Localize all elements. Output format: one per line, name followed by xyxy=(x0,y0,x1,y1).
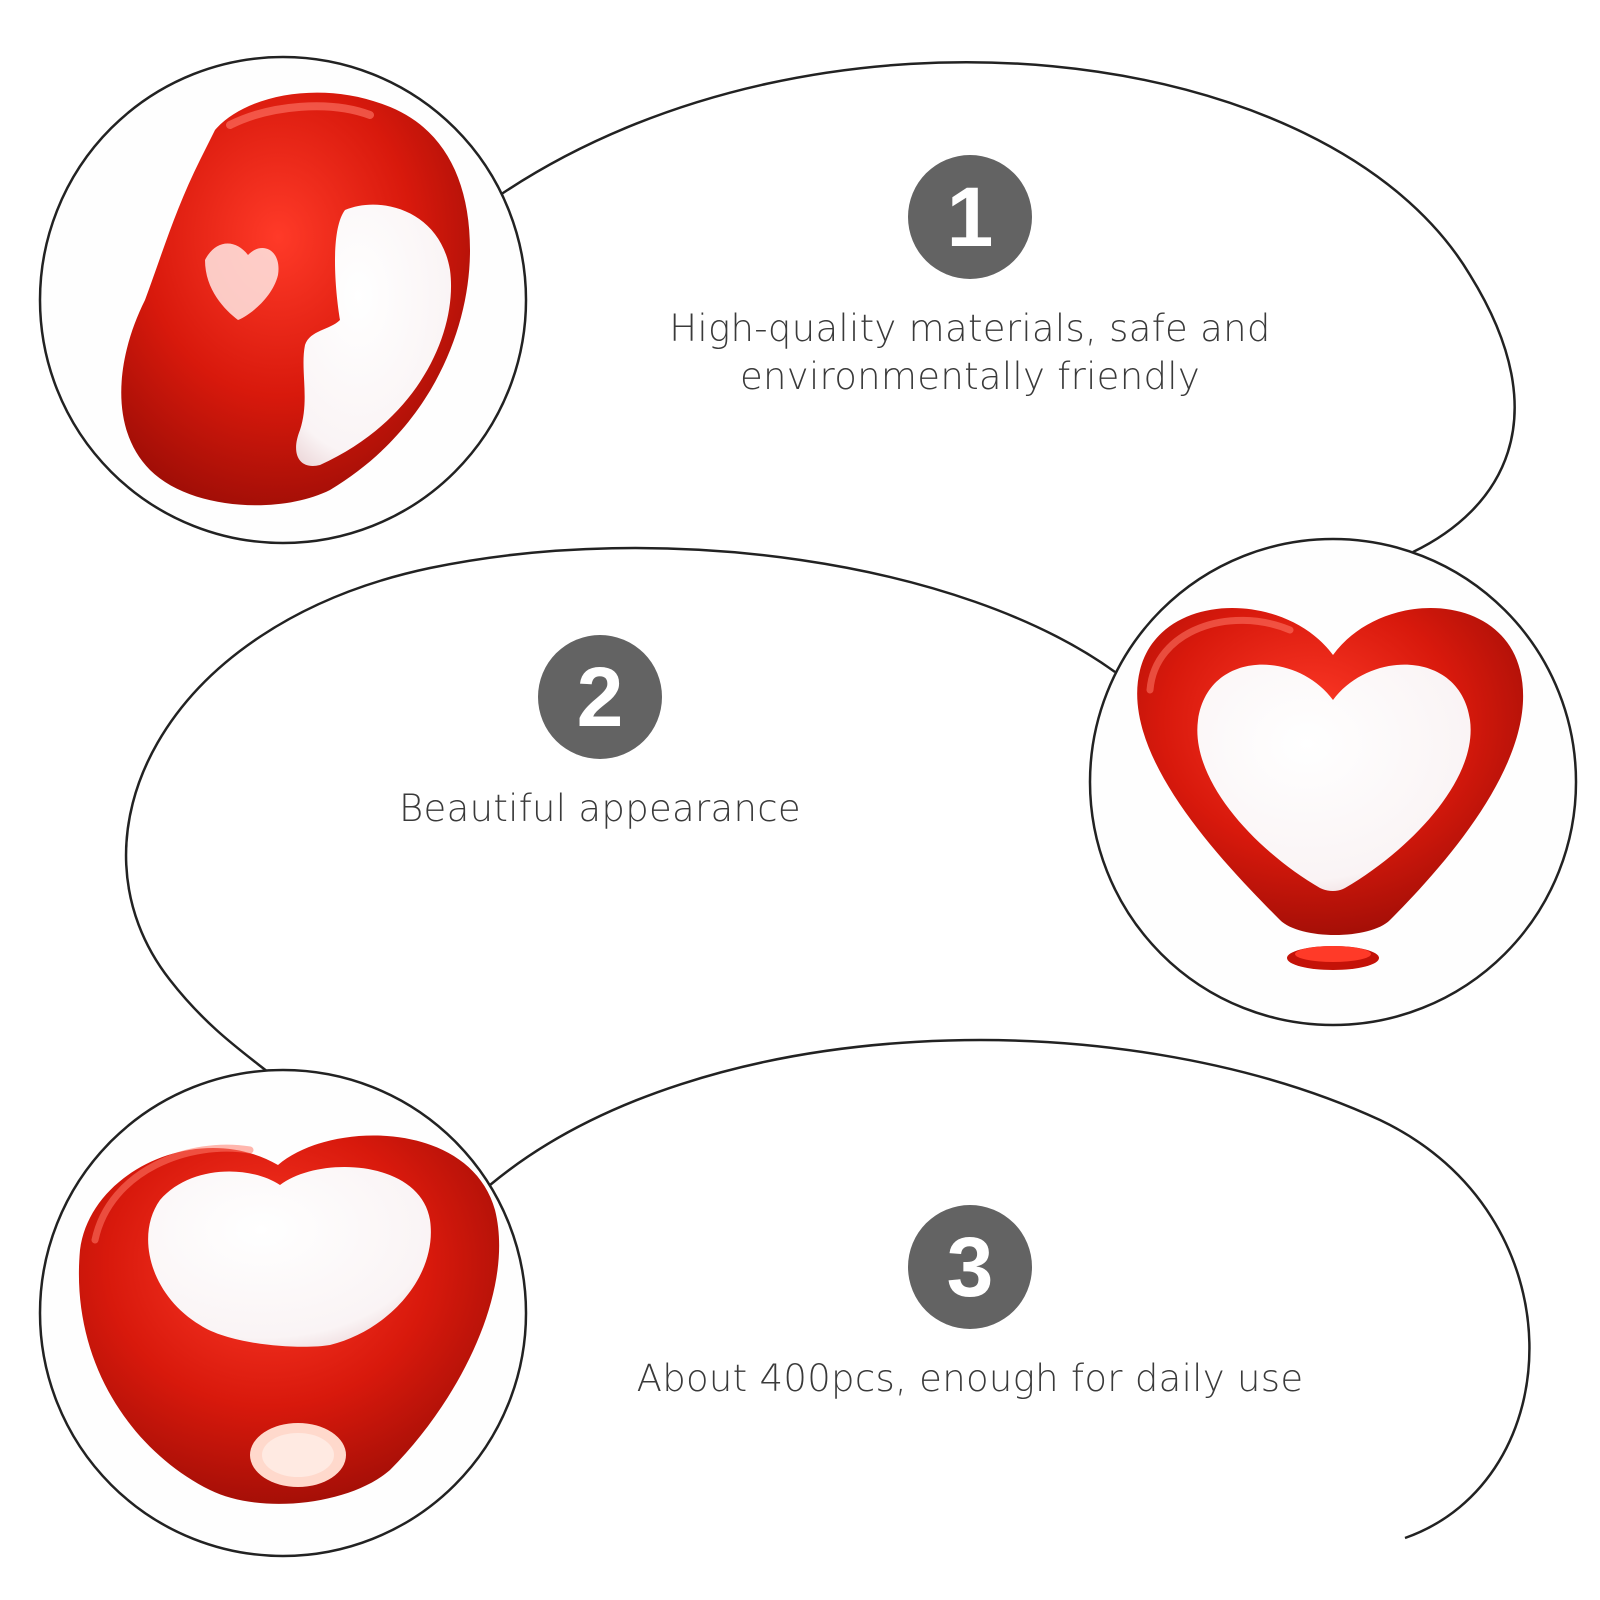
feature-3: 3 About 400pcs, enough for daily use xyxy=(630,1205,1310,1403)
feature-1-line-2: environmentally friendly xyxy=(739,355,1201,398)
feature-2-line-1: Beautiful appearance xyxy=(399,787,801,830)
feature-2-number-badge: 2 xyxy=(538,635,662,759)
loop-2-outline xyxy=(124,546,1116,1073)
feature-1-number-badge: 1 xyxy=(908,155,1032,279)
heart-bead-front-view-photo xyxy=(1088,537,1578,1027)
feature-1-line-1: High-quality materials, safe and xyxy=(669,307,1271,350)
feature-3-description: About 400pcs, enough for daily use xyxy=(630,1355,1310,1403)
heart-bead-with-hole-photo xyxy=(38,1068,528,1558)
flow-outline xyxy=(124,60,1531,1540)
feature-1: 1 High-quality materials, safe and envir… xyxy=(660,155,1280,401)
feature-3-number-badge: 3 xyxy=(908,1205,1032,1329)
loop-1-outline xyxy=(499,60,1516,554)
feature-2: 2 Beautiful appearance xyxy=(370,635,830,833)
feature-3-line-1: About 400pcs, enough for daily use xyxy=(636,1357,1304,1400)
feature-2-description: Beautiful appearance xyxy=(370,785,830,833)
heart-bead-side-view-photo xyxy=(38,55,528,545)
loop-3-outline xyxy=(489,1038,1531,1540)
feature-1-description: High-quality materials, safe and environ… xyxy=(660,305,1280,401)
